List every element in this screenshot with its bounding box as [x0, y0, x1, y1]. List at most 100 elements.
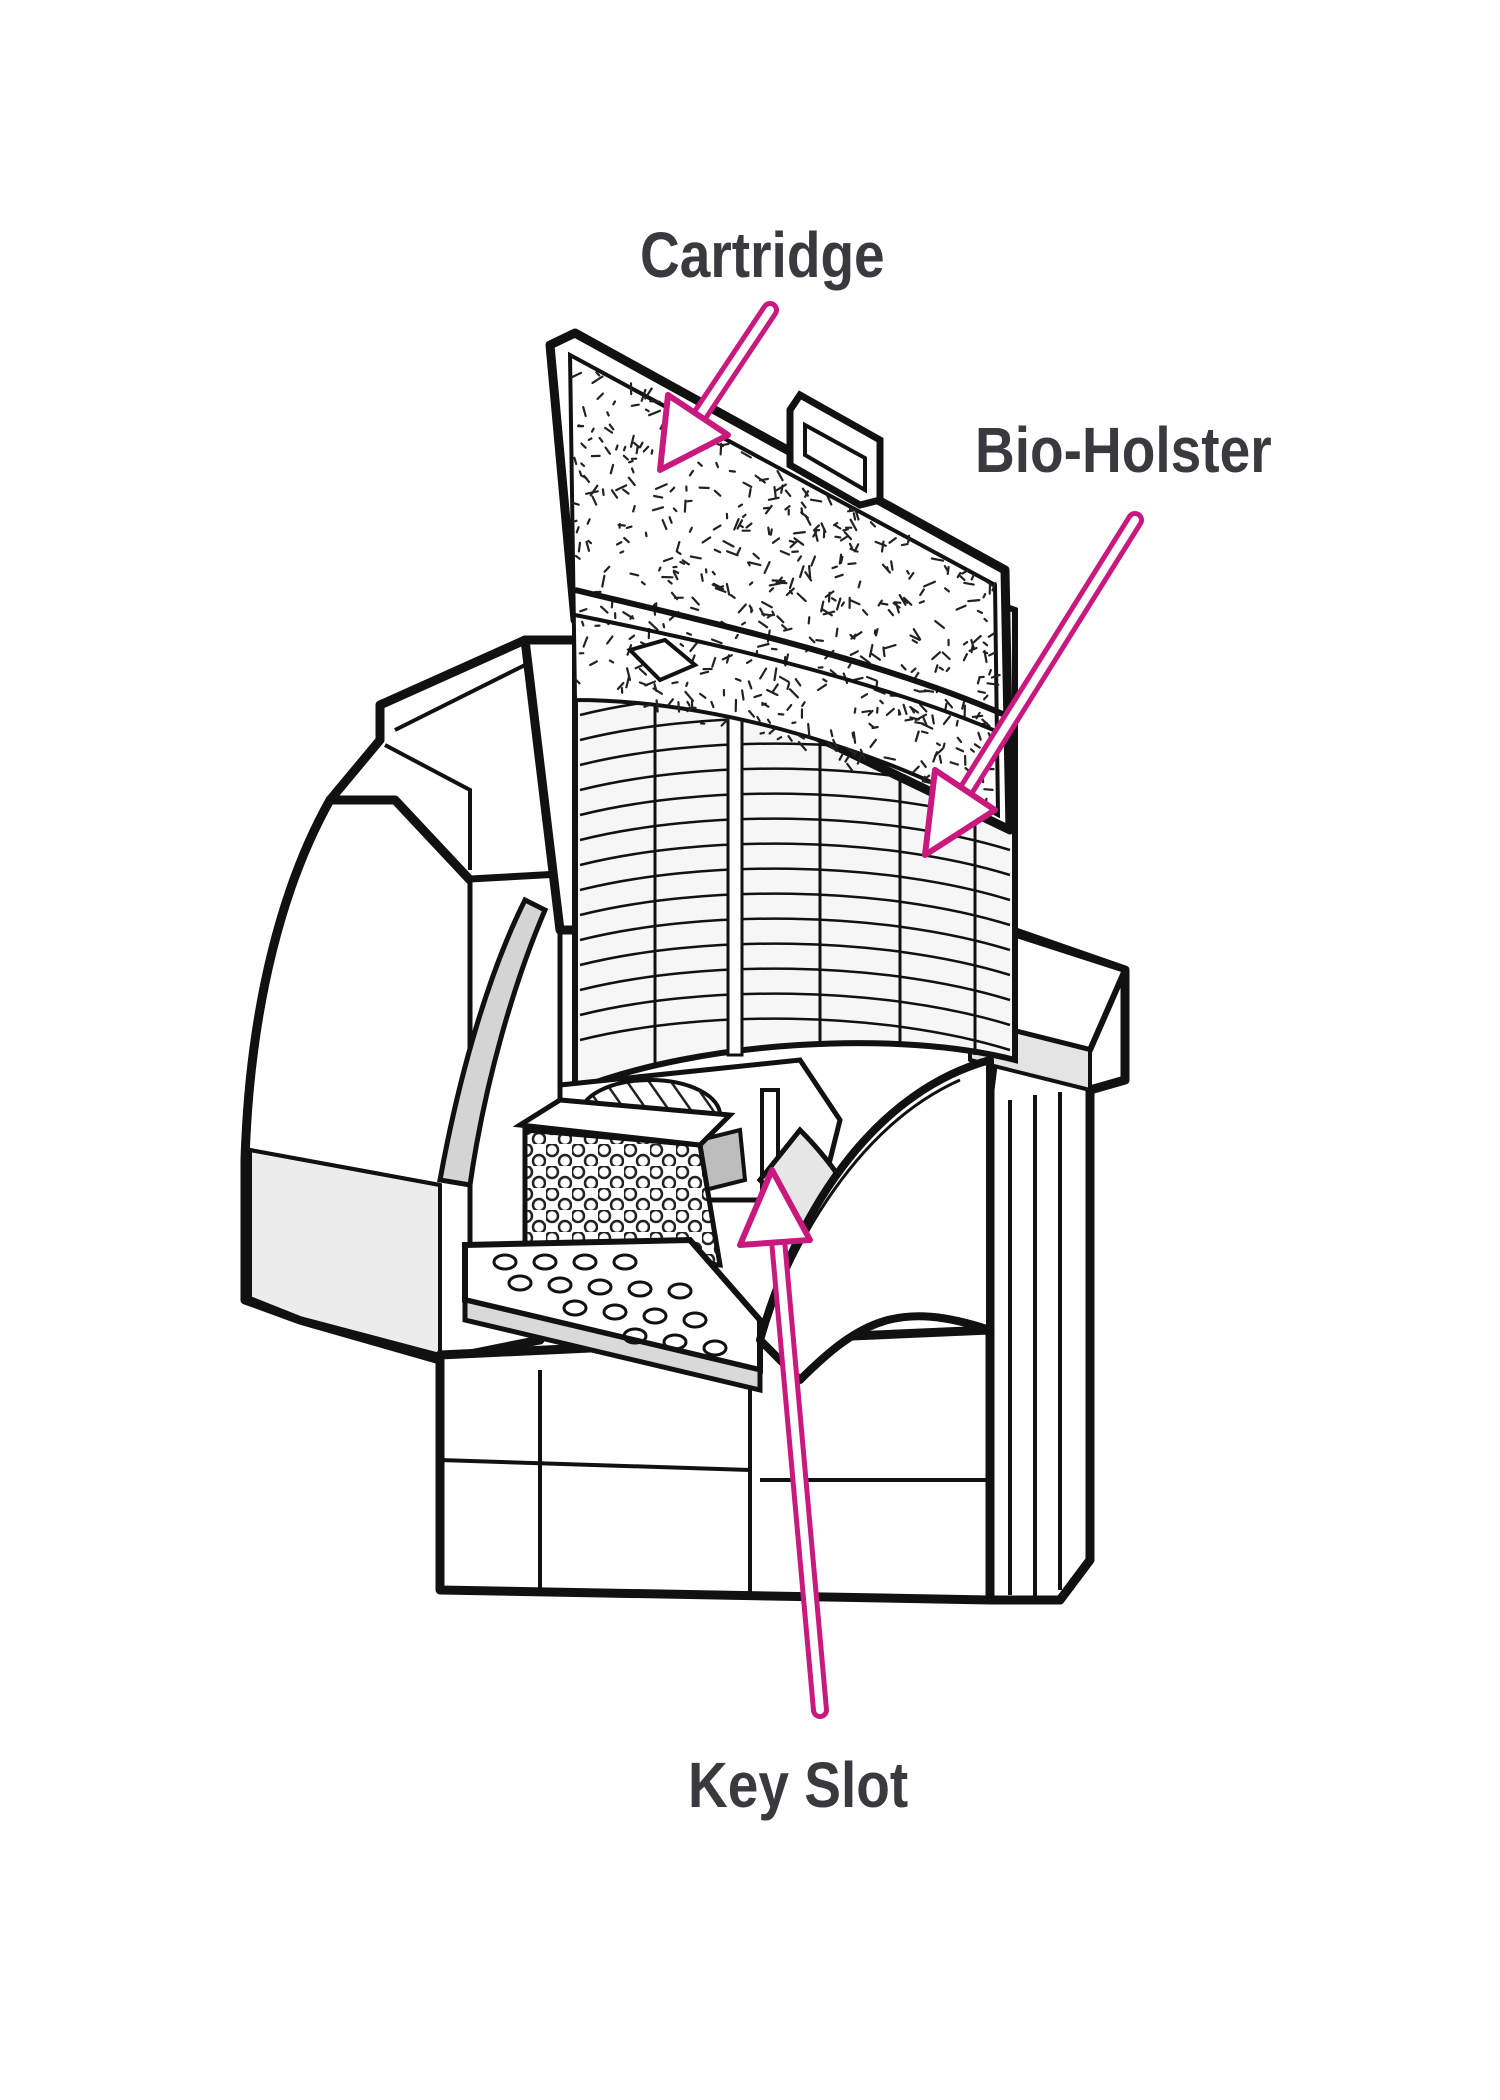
media-speckle [840, 601, 846, 607]
media-speckle [570, 371, 583, 379]
media-speckle [737, 603, 747, 614]
media-speckle [911, 765, 920, 774]
media-speckle [685, 681, 689, 688]
media-speckle [748, 581, 754, 586]
media-speckle [890, 560, 894, 571]
media-speckle [625, 525, 633, 530]
media-speckle [753, 693, 763, 699]
media-speckle [771, 579, 786, 583]
media-speckle [920, 760, 927, 769]
media-speckle [934, 619, 946, 630]
media-speckle [853, 750, 858, 757]
media-speckle [776, 470, 784, 482]
media-speckle [847, 663, 852, 669]
media-speckle [846, 509, 856, 513]
media-speckle [911, 639, 919, 644]
media-speckle [741, 513, 747, 519]
media-speckle [834, 573, 844, 579]
media-speckle [807, 616, 811, 625]
media-speckle [883, 756, 897, 761]
media-speckle [930, 557, 945, 562]
media-speckle [740, 689, 745, 701]
media-speckle [829, 669, 837, 676]
media-speckle [883, 643, 897, 650]
media-speckle [972, 634, 982, 644]
media-speckle [610, 489, 619, 499]
media-speckle [910, 667, 917, 674]
media-speckle [910, 706, 916, 714]
media-speckle [804, 571, 813, 582]
media-speckle [906, 569, 910, 575]
media-speckle [747, 680, 753, 690]
media-speckle [982, 592, 987, 599]
media-speckle [859, 655, 871, 665]
media-speckle [615, 484, 628, 492]
media-speckle [914, 730, 920, 743]
media-speckle [736, 546, 742, 556]
media-speckle [838, 752, 844, 761]
media-speckle [798, 565, 805, 579]
media-speckle [759, 667, 768, 680]
media-speckle [835, 627, 839, 638]
media-speckle [922, 580, 937, 588]
media-speckle [868, 722, 875, 729]
media-speckle [991, 581, 997, 592]
media-speckle [807, 564, 812, 579]
media-speckle [778, 675, 790, 683]
media-speckle [710, 700, 715, 709]
media-speckle [938, 754, 943, 764]
media-speckle [786, 682, 791, 691]
media-speckle [935, 742, 941, 747]
media-speckle [601, 488, 605, 496]
media-speckle [908, 571, 915, 580]
media-speckle [770, 647, 778, 651]
media-speckle [797, 740, 807, 752]
media-speckle [796, 555, 803, 562]
media-speckle [909, 716, 920, 721]
media-speckle [942, 715, 952, 726]
media-speckle [849, 633, 856, 640]
media-speckle [853, 707, 857, 714]
media-speckle [822, 610, 836, 616]
media-speckle [766, 718, 772, 724]
media-speckle [761, 600, 773, 609]
media-speckle [983, 617, 988, 623]
media-speckle [797, 734, 806, 740]
media-speckle [591, 375, 604, 384]
media-speckle [849, 518, 858, 532]
media-speckle [688, 526, 693, 533]
media-speckle [808, 636, 816, 644]
media-speckle [686, 700, 691, 707]
media-speckle [683, 499, 687, 513]
media-speckle [591, 495, 598, 506]
media-speckle [648, 621, 659, 631]
media-speckle [976, 676, 981, 685]
media-speckle [963, 581, 975, 586]
media-speckle [784, 489, 792, 497]
media-speckle [629, 434, 635, 448]
media-speckle [644, 408, 650, 413]
media-speckle [913, 688, 920, 693]
media-speckle [988, 651, 997, 657]
media-speckle [587, 437, 593, 441]
media-speckle [973, 743, 981, 749]
media-speckle [804, 514, 812, 526]
media-speckle [734, 633, 739, 640]
media-speckle [583, 474, 591, 483]
media-speckle [630, 403, 640, 407]
media-speckle [771, 610, 776, 617]
media-speckle [842, 528, 849, 532]
media-speckle [764, 504, 773, 515]
media-speckle [801, 487, 810, 497]
media-speckle [638, 681, 649, 687]
label-cartridge: Cartridge [640, 219, 885, 291]
media-speckle [909, 634, 921, 642]
media-speckle [711, 570, 716, 576]
media-speckle [874, 540, 887, 547]
media-speckle [788, 589, 794, 595]
media-speckle [847, 562, 857, 566]
media-speckle [834, 524, 842, 530]
media-speckle [675, 550, 682, 556]
media-speckle [931, 714, 935, 725]
